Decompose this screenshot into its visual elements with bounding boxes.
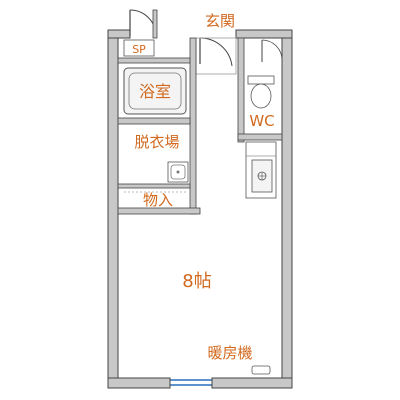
bathtub <box>123 67 187 115</box>
label-main-room: 8帖 <box>182 271 211 292</box>
top-wall-left <box>107 29 131 39</box>
wc-door <box>261 39 283 62</box>
entrance-door <box>129 9 158 39</box>
left-wall <box>107 29 119 389</box>
label-heater: 暖房機 <box>207 344 252 362</box>
label-storage: 物入 <box>143 191 173 209</box>
heater-unit <box>251 365 271 375</box>
inner-entrance-door <box>199 37 233 67</box>
kitchen-counter <box>245 141 277 199</box>
toilet <box>247 75 275 109</box>
entrance-floor <box>195 37 237 75</box>
label-bath: 浴室 <box>139 82 171 101</box>
sp-box <box>123 39 155 57</box>
left-partitions <box>117 37 201 215</box>
top-wall-right <box>235 29 293 39</box>
wash-basin <box>167 161 189 183</box>
label-dressing: 脱衣場 <box>134 133 179 151</box>
window <box>169 378 213 388</box>
bottom-wall-right <box>211 377 293 389</box>
bottom-wall-left <box>107 377 171 389</box>
label-wc: WC <box>249 112 274 130</box>
right-wall <box>281 29 293 389</box>
right-partitions <box>237 37 283 143</box>
outer-walls <box>107 29 293 389</box>
label-entrance: 玄関 <box>205 12 235 30</box>
label-sp: SP <box>132 43 146 56</box>
